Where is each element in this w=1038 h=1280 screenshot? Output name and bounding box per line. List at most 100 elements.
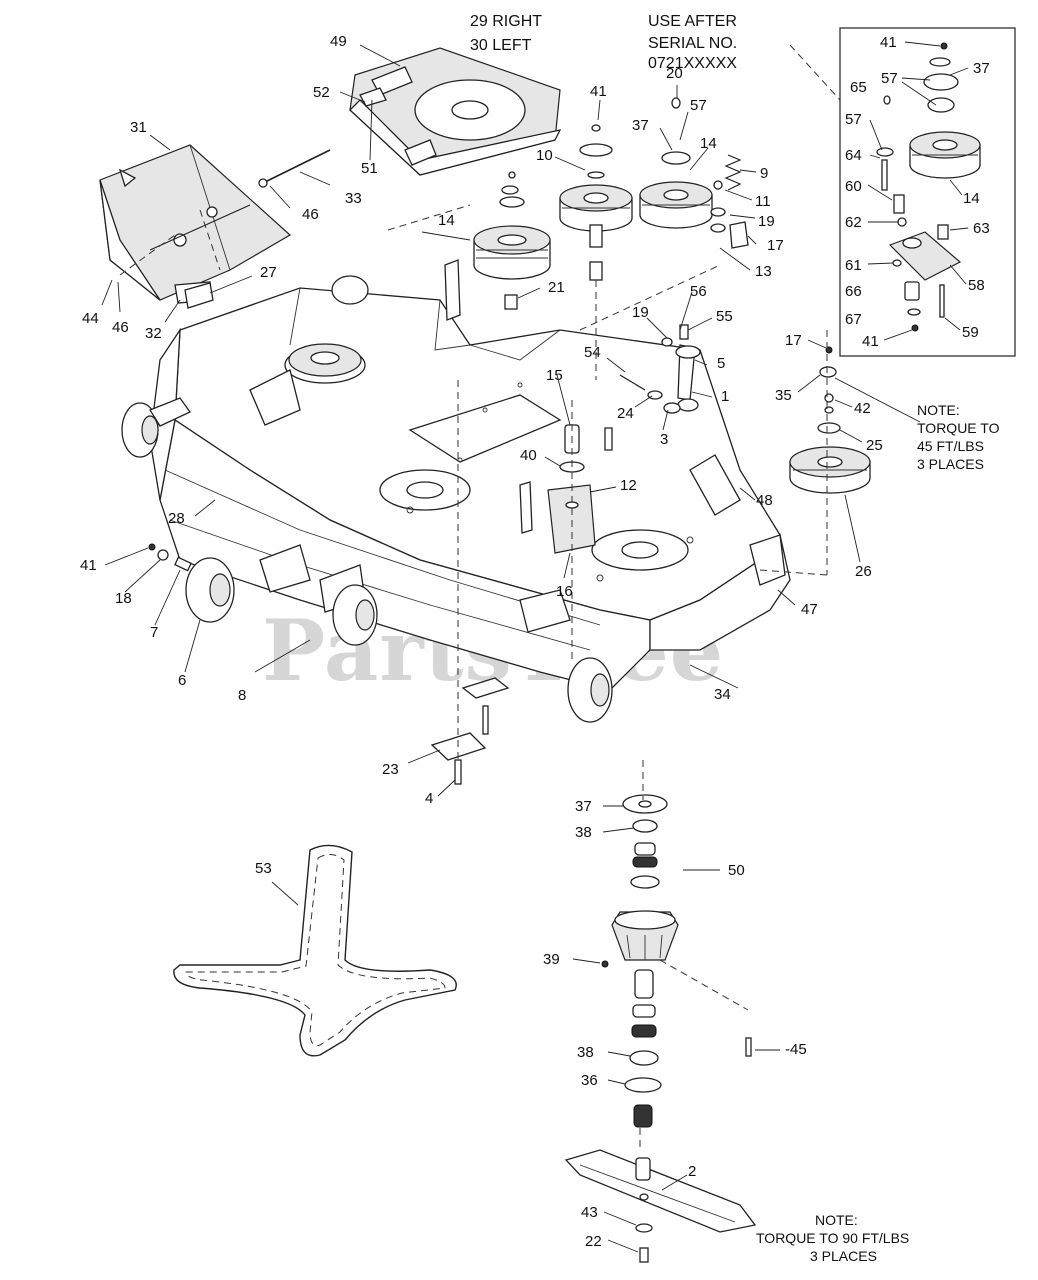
callout-58: 58 bbox=[968, 277, 985, 294]
callout-37-spindle: 37 bbox=[575, 798, 592, 815]
serial-note-line-1: USE AFTER bbox=[648, 13, 737, 30]
callout-32: 32 bbox=[145, 325, 162, 342]
small-pulley-parts bbox=[499, 171, 525, 310]
note-90-line-1: NOTE: bbox=[815, 1212, 858, 1228]
serial-note-line-3: 0721XXXXX bbox=[648, 55, 737, 72]
callout-28: 28 bbox=[168, 510, 185, 527]
callout-41-inset-bottom: 41 bbox=[862, 333, 879, 350]
callout-19-mid: 19 bbox=[632, 304, 649, 321]
stacked-pulley-10 bbox=[559, 124, 633, 281]
drive-pulley-26 bbox=[789, 346, 871, 494]
callout-25: 25 bbox=[866, 437, 883, 454]
callout-11: 11 bbox=[755, 193, 771, 210]
note-90-line-2: TORQUE TO 90 FT/LBS bbox=[756, 1230, 909, 1246]
blade-2 bbox=[564, 1149, 757, 1263]
callout-4: 4 bbox=[425, 790, 433, 807]
callout-42: 42 bbox=[854, 400, 871, 417]
callout-8: 8 bbox=[238, 687, 246, 704]
callout-48: 48 bbox=[756, 492, 773, 509]
callout-54: 54 bbox=[584, 344, 601, 361]
callout-31: 31 bbox=[130, 119, 147, 136]
callout-9: 9 bbox=[760, 165, 768, 182]
callout-35: 35 bbox=[775, 387, 792, 404]
callout-23: 23 bbox=[382, 761, 399, 778]
callout-64: 64 bbox=[845, 147, 862, 164]
callout-13: 13 bbox=[755, 263, 772, 280]
callout-2: 2 bbox=[688, 1163, 696, 1180]
callout-41-left: 41 bbox=[80, 557, 97, 574]
callout-43: 43 bbox=[581, 1204, 598, 1221]
spindle-assembly-50 bbox=[601, 794, 752, 1128]
callout-56: 56 bbox=[690, 283, 707, 300]
callout-63: 63 bbox=[973, 220, 990, 237]
callout-38-lower: 38 bbox=[577, 1044, 594, 1061]
callout-65: 65 bbox=[850, 79, 867, 96]
callout-50: 50 bbox=[728, 862, 745, 879]
callout-7: 7 bbox=[150, 624, 158, 641]
callout-labels: 49 52 51 31 33 46 44 46 32 27 14 41 10 3… bbox=[80, 33, 990, 1250]
note-45-line-1: NOTE: bbox=[917, 402, 960, 418]
callout-36: 36 bbox=[581, 1072, 598, 1089]
callout-52: 52 bbox=[313, 84, 330, 101]
callout-33: 33 bbox=[345, 190, 362, 207]
callout-40: 40 bbox=[520, 447, 537, 464]
callout-16: 16 bbox=[556, 583, 573, 600]
callout-66: 66 bbox=[845, 283, 862, 300]
deck-lift-link bbox=[444, 259, 461, 321]
callout-10: 10 bbox=[536, 147, 553, 164]
anti-scalp-wheels bbox=[121, 275, 613, 723]
callout-46-lower: 46 bbox=[112, 319, 129, 336]
callout-61: 61 bbox=[845, 257, 862, 274]
idler-pulley-14-left bbox=[473, 225, 551, 280]
inset-idler-box bbox=[839, 27, 1016, 357]
bottom-bracket-23 bbox=[430, 677, 510, 785]
idler-arm-assembly bbox=[619, 324, 701, 414]
callout-57-top: 57 bbox=[690, 97, 707, 114]
callout-67: 67 bbox=[845, 311, 862, 328]
callout-27: 27 bbox=[260, 264, 277, 281]
callout-15: 15 bbox=[546, 367, 563, 384]
callout-24: 24 bbox=[617, 405, 634, 422]
note-45-line-2: TORQUE TO bbox=[917, 420, 1000, 436]
callout-12: 12 bbox=[620, 477, 637, 494]
callout-44: 44 bbox=[82, 310, 99, 327]
callout-45: -45 bbox=[785, 1041, 807, 1058]
callout-34: 34 bbox=[714, 686, 731, 703]
callout-49: 49 bbox=[330, 33, 347, 50]
note-45-line-4: 3 PLACES bbox=[917, 456, 984, 472]
belt-cover bbox=[349, 47, 562, 176]
callout-57-inset-a: 57 bbox=[881, 70, 898, 87]
callout-14-inset: 14 bbox=[963, 190, 980, 207]
callout-37-top: 37 bbox=[632, 117, 649, 134]
note-45-line-3: 45 FT/LBS bbox=[917, 438, 984, 454]
label-30-left: 30 LEFT bbox=[470, 37, 532, 54]
belt-53 bbox=[173, 844, 457, 1057]
callout-20: 20 bbox=[666, 65, 683, 82]
spring-9-parts bbox=[710, 154, 749, 249]
callout-41-inset-top: 41 bbox=[880, 34, 897, 51]
callout-3: 3 bbox=[660, 431, 668, 448]
callout-55: 55 bbox=[716, 308, 733, 325]
callout-53: 53 bbox=[255, 860, 272, 877]
callout-51: 51 bbox=[361, 160, 378, 177]
callout-1: 1 bbox=[721, 388, 729, 405]
callout-21: 21 bbox=[548, 279, 565, 296]
callout-26: 26 bbox=[855, 563, 872, 580]
callout-19-top: 19 bbox=[758, 213, 775, 230]
idler-pulley-14-right bbox=[639, 97, 713, 229]
wheel-axle-parts bbox=[148, 543, 192, 572]
callout-41-top: 41 bbox=[590, 83, 607, 100]
callout-39: 39 bbox=[543, 951, 560, 968]
callout-17-top: 17 bbox=[767, 237, 784, 254]
callout-14-left: 14 bbox=[438, 212, 455, 229]
label-29-right: 29 RIGHT bbox=[470, 13, 542, 30]
callout-22: 22 bbox=[585, 1233, 602, 1250]
callout-59: 59 bbox=[962, 324, 979, 341]
serial-note-line-2: SERIAL NO. bbox=[648, 35, 737, 52]
callout-14-right: 14 bbox=[700, 135, 717, 152]
callout-46-upper: 46 bbox=[302, 206, 319, 223]
callout-18: 18 bbox=[115, 590, 132, 607]
decal-27 bbox=[184, 282, 214, 309]
leader-lines bbox=[101, 41, 969, 1253]
